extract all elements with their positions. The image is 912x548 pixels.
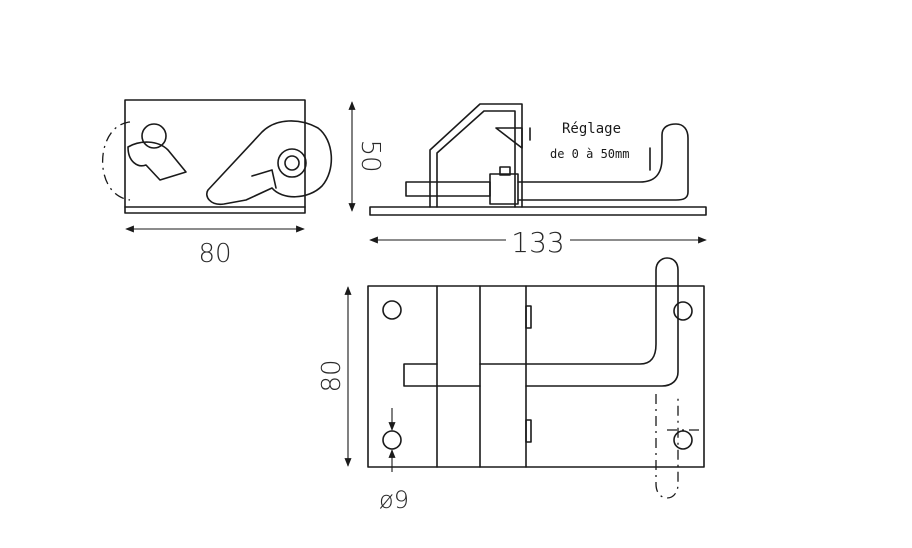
annotation-range: de 0 à 50mm	[550, 147, 629, 161]
plan-base-plate	[367, 285, 705, 468]
annotation-reglage: Réglage	[562, 121, 621, 137]
plan-hole-top-right	[673, 301, 693, 321]
side-base-plate	[124, 99, 306, 214]
front-bolt-knob	[499, 166, 511, 176]
front-bracket-outer	[429, 103, 523, 208]
front-bracket-inner	[436, 110, 516, 208]
side-lug-left	[127, 141, 187, 181]
dim-label-plan-80: 80	[317, 359, 347, 392]
side-pivot-outer	[277, 148, 307, 178]
front-view: Réglage de 0 à 50mm 133	[369, 103, 707, 259]
plan-tab-bottom	[525, 419, 532, 443]
side-swing-arc	[101, 121, 131, 201]
side-bolt-arm	[206, 120, 333, 206]
dim-label-height-50: 50	[355, 139, 385, 172]
plan-hook-swing	[655, 394, 679, 499]
front-bolt-collar	[489, 173, 519, 205]
plan-bolt-hook	[403, 257, 679, 387]
plan-hole-top-left	[382, 300, 402, 320]
dim-label-width-80: 80	[198, 239, 231, 269]
side-view: 50 80	[101, 99, 385, 269]
front-hook-handle	[517, 123, 689, 201]
front-wedge	[495, 127, 523, 149]
front-base-plate	[369, 206, 707, 216]
side-lug-hole	[141, 123, 167, 149]
plan-hole-bottom-right	[673, 430, 693, 450]
front-bolt-rod	[405, 181, 491, 197]
dim-label-length-133: 133	[511, 226, 564, 259]
dim-label-hole-diameter: ø9	[379, 486, 409, 514]
side-bolt-notch	[251, 169, 277, 189]
plan-hole-bottom-left	[382, 430, 402, 450]
plan-tab-top	[525, 305, 532, 329]
side-pivot-inner	[284, 155, 300, 171]
plan-view: 80 ø9	[317, 257, 705, 514]
